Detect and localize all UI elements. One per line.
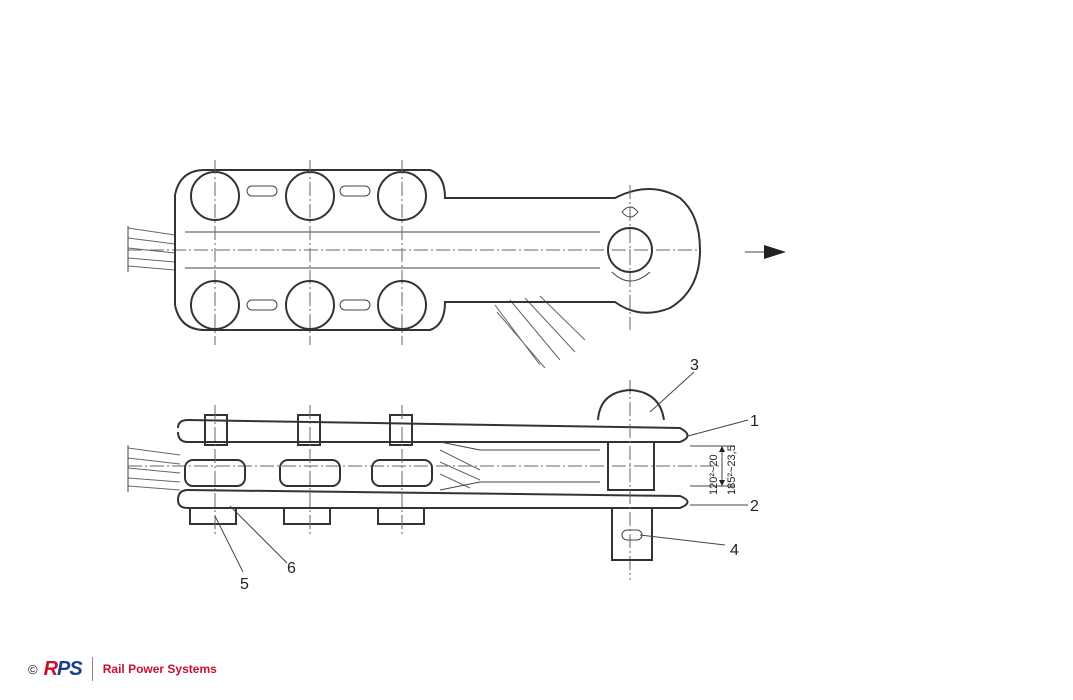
label-part-5: 5 xyxy=(240,576,249,593)
pull-arrow-icon xyxy=(745,245,786,259)
top-bolts-upper xyxy=(190,160,427,345)
label-part-6: 6 xyxy=(287,560,296,577)
leader-lines xyxy=(214,371,749,573)
copyright-symbol: © xyxy=(28,661,38,677)
top-bolts-lower xyxy=(190,280,427,330)
cable-hatch-left xyxy=(127,226,176,272)
cable-hatch-side xyxy=(127,445,481,492)
side-view: 120²~20 185²~23,5 3 1 2 4 5 6 xyxy=(127,357,759,593)
label-part-1: 1 xyxy=(750,413,759,430)
dimension-b-label: 185²~23,5 xyxy=(726,445,738,495)
brand-name: Rail Power Systems xyxy=(102,662,217,676)
label-part-3: 3 xyxy=(690,357,699,374)
side-bolts xyxy=(184,405,433,535)
dimension-a-label: 120²~20 xyxy=(708,454,720,495)
footer: © RPS Rail Power Systems xyxy=(28,656,217,682)
pin-hole xyxy=(607,185,653,330)
dimension-marks: 120²~20 185²~23,5 xyxy=(690,445,738,495)
footer-divider xyxy=(91,657,93,681)
cable-hatch-drop xyxy=(494,295,586,369)
top-view xyxy=(127,160,786,369)
label-part-4: 4 xyxy=(730,542,739,559)
label-part-2: 2 xyxy=(750,498,759,515)
rps-logo: RPS xyxy=(43,657,83,681)
logo-r: R xyxy=(43,657,58,680)
logo-ps: PS xyxy=(57,657,83,680)
